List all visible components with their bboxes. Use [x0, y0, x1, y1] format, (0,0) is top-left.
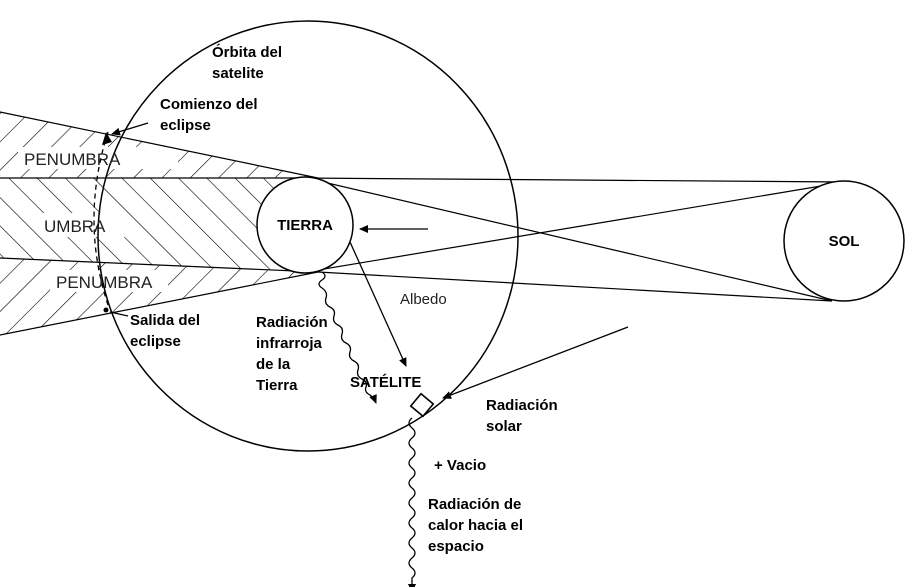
solar-radiation-arrow [442, 326, 629, 399]
heat-radiation-line3: espacio [428, 538, 484, 555]
eclipse-start-line2: eclipse [160, 117, 211, 134]
penumbra-outer-line-bottom [0, 271, 319, 336]
eclipse-start-marker [102, 132, 112, 145]
umbra-region [0, 178, 318, 272]
earth-circle [256, 176, 354, 274]
sun-circle [783, 180, 905, 302]
labels: Órbita del satelite Comienzo del eclipse… [24, 43, 859, 555]
albedo-label: Albedo [400, 291, 447, 308]
eclipse-exit-line2: eclipse [130, 333, 181, 350]
infrared-label-line4: Tierra [256, 377, 298, 394]
infrared-label-line3: de la [256, 356, 291, 373]
eclipse-exit-marker [103, 307, 109, 313]
sun-tangent-top [299, 177, 846, 183]
sun-cross-line-2 [305, 181, 846, 273]
umbra-line-bottom [0, 257, 319, 273]
satellite-orbit [97, 20, 519, 452]
vacuum-label: + Vacio [434, 457, 486, 474]
solar-radiation-line1: Radiación [486, 397, 558, 414]
sun-label: SOL [829, 233, 860, 250]
infrared-wave [318, 271, 377, 404]
eclipse-start-pointer [111, 122, 149, 136]
penumbra-outer-line-top [0, 111, 319, 179]
heat-radiation-line2: calor hacia el [428, 517, 523, 534]
solar-radiation-line2: solar [486, 418, 522, 435]
eclipse-start-line1: Comienzo del [160, 96, 258, 113]
infrared-label-line2: infrarroja [256, 335, 323, 352]
shadow-lines [0, 111, 846, 336]
heat-wave [408, 417, 416, 587]
eclipse-exit-pointer [109, 311, 129, 317]
eclipse-exit-line1: Salida del [130, 312, 200, 329]
albedo-arrow [349, 241, 407, 367]
satellite-icon [409, 392, 435, 418]
umbra-label: UMBRA [44, 217, 106, 236]
orbit-label-line2: satelite [212, 65, 264, 82]
sun-cross-line-1 [305, 177, 833, 302]
orbit-label-line1: Órbita del [212, 43, 282, 61]
infrared-label-line1: Radiación [256, 314, 328, 331]
earth-label: TIERRA [277, 217, 333, 234]
sun-tangent-bottom [317, 271, 833, 302]
penumbra-bottom-label: PENUMBRA [56, 273, 153, 292]
penumbra-top-label: PENUMBRA [24, 150, 121, 169]
satellite-label: SATÉLITE [350, 374, 421, 391]
annotation-arrows [109, 122, 629, 399]
shadow-orbit-arc [93, 131, 109, 306]
heat-radiation-line1: Radiación de [428, 496, 521, 513]
